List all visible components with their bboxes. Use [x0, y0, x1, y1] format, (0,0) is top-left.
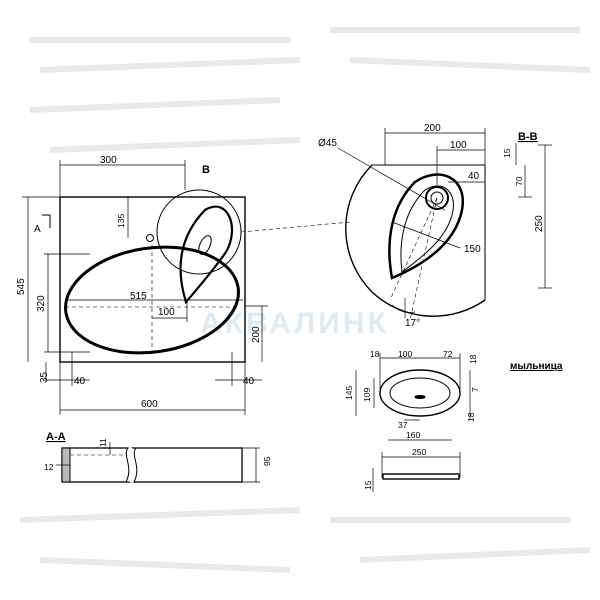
- dim-section-11: 11: [98, 438, 108, 447]
- dim-height: 545: [16, 278, 27, 295]
- section-bb-label: B-B: [518, 131, 538, 143]
- detail-b-circle: [156, 189, 242, 275]
- dim-detail-inner: 100: [450, 140, 467, 151]
- dim-hole-offset: 135: [116, 214, 126, 228]
- section-arrow-a: A: [34, 224, 41, 235]
- soap-dish-view: мыльница 18 100 72 145 109 18 7 18 37 16…: [344, 349, 563, 492]
- background-ghost-lines: [19, 27, 591, 573]
- dim-detail-top: 15: [502, 148, 512, 158]
- dim-bottom-margin: 35: [39, 371, 50, 383]
- dim-bowl-width: 320: [36, 295, 47, 312]
- dim-detail-length: 150: [464, 244, 481, 255]
- dim-inner-offset: 100: [158, 307, 175, 318]
- dim-detail-offset: 40: [468, 171, 480, 182]
- countertop-outline: [59, 196, 246, 363]
- dim-soap-18b: 18: [468, 354, 478, 364]
- dim-soap-100: 100: [398, 349, 412, 359]
- dim-right-margin: 40: [243, 376, 255, 387]
- soap-dish-label: мыльница: [510, 361, 563, 372]
- section-aa-label: A-A: [46, 431, 66, 443]
- dim-soap-145: 145: [344, 386, 354, 400]
- soap-dish-inner: [389, 377, 451, 409]
- dim-width: 600: [141, 399, 158, 410]
- dim-section-12: 12: [44, 462, 54, 472]
- dim-detail-width: 200: [424, 123, 441, 134]
- dim-soap-7: 7: [470, 387, 480, 392]
- dim-section-95: 95: [262, 456, 272, 466]
- section-aa-view: A-A 11 12 95: [44, 431, 272, 484]
- soap-dish-profile: [382, 473, 460, 480]
- section-aa-body: [61, 447, 243, 483]
- drain-teardrop: [179, 205, 234, 305]
- dim-left-margin: 40: [74, 376, 86, 387]
- detail-b-label: B: [202, 164, 210, 176]
- detail-b-view: 200 100 Ø45 40 150 17° B-B 15 70 250: [318, 123, 552, 329]
- dim-bowl-length: 515: [130, 291, 147, 302]
- dim-soap-18c: 18: [466, 412, 476, 422]
- detail-b-arc: [345, 164, 486, 317]
- faucet-hole: [146, 234, 154, 242]
- dim-soap-109: 109: [362, 388, 372, 402]
- watermark-text: АКВАЛИНК: [200, 307, 389, 340]
- dim-soap-72: 72: [443, 349, 453, 359]
- dim-soap-160: 160: [406, 430, 420, 440]
- dim-detail-height: 250: [534, 215, 545, 232]
- dim-detail-mid: 70: [514, 176, 524, 186]
- dim-soap-15: 15: [363, 480, 373, 490]
- bowl-outline: [64, 245, 240, 355]
- dim-top-offset: 300: [100, 155, 117, 166]
- plan-view: 300 B 135 A 545 320 515 100 200 40: [16, 155, 351, 415]
- dim-soap-250: 250: [412, 447, 426, 457]
- dim-soap-37: 37: [398, 420, 408, 430]
- dim-right-height: 200: [251, 326, 262, 343]
- soap-dish-outer: [379, 369, 461, 417]
- dim-soap-18a: 18: [370, 349, 380, 359]
- dim-detail-angle: 17°: [405, 318, 420, 329]
- dim-detail-diameter: Ø45: [318, 138, 337, 149]
